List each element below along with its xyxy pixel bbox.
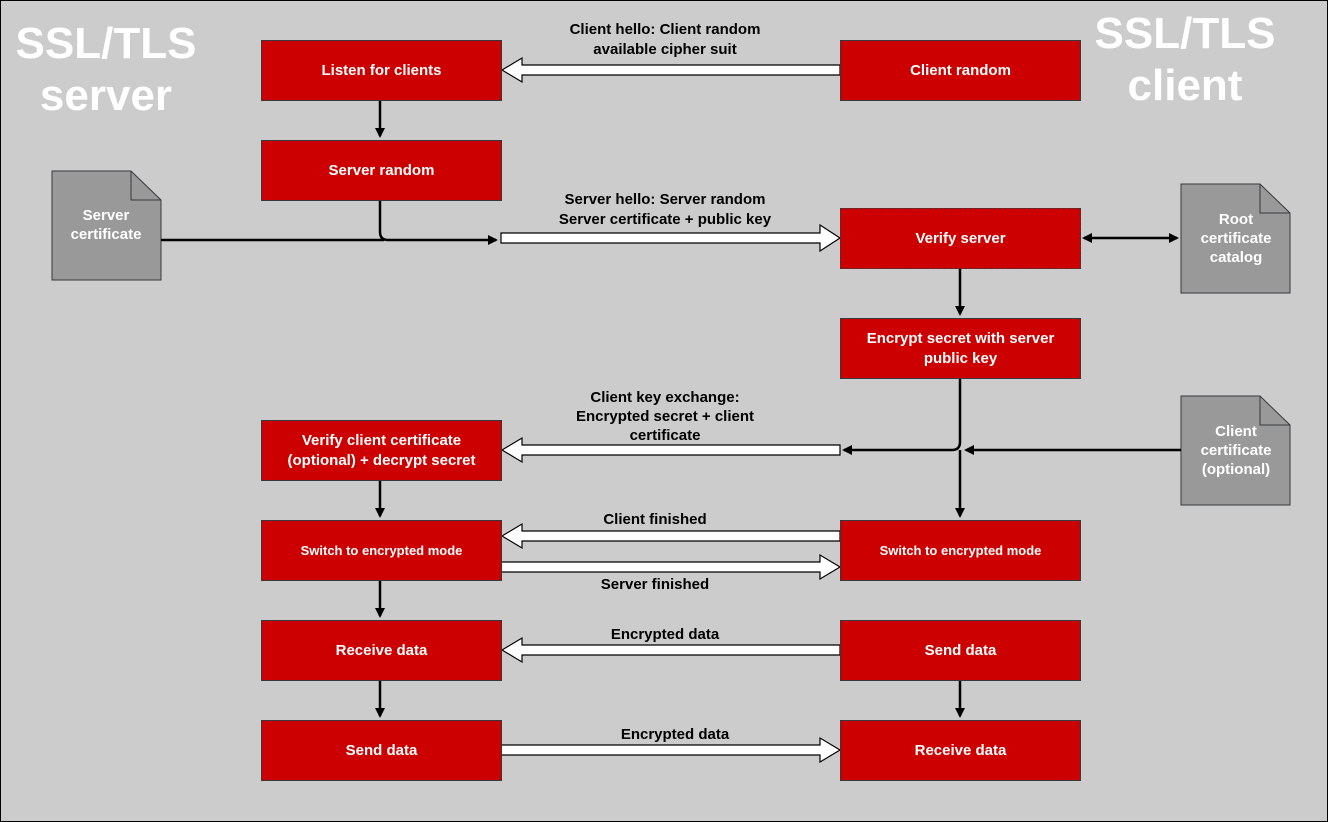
msg-arrow-key-exchange <box>500 436 841 464</box>
msg-client-hello-line1: Client hello: Client random <box>569 21 761 38</box>
client-title: SSL/TLS client <box>1094 9 1276 110</box>
msg-arrow-encrypted-data-2 <box>500 736 842 764</box>
msg-client-hello-line2: available cipher suit <box>593 41 737 58</box>
server-step-receive: Receive data <box>261 620 502 681</box>
client-step-random: Client random <box>840 40 1081 101</box>
client-certificate-label: Client certificate (optional) <box>1200 422 1272 478</box>
msg-key-exchange-line3: certificate <box>629 427 701 444</box>
client-step-switch: Switch to encrypted mode <box>840 520 1081 581</box>
wire-server-random-merge <box>378 200 498 245</box>
msg-server-hello-line2: Server certificate + public key <box>558 211 772 228</box>
wire-encrypt-to-exchange <box>842 378 962 455</box>
client-step-send: Send data <box>840 620 1081 681</box>
msg-encrypted-data-2: Encrypted data <box>620 726 730 743</box>
client-step-encrypt: Encrypt secret with server public key <box>840 318 1081 379</box>
msg-arrow-encrypted-data-1 <box>500 636 841 664</box>
server-step-listen: Listen for clients <box>261 40 502 101</box>
server-title: SSL/TLS server <box>15 19 197 120</box>
msg-key-exchange-line2: Encrypted secret + client <box>576 408 754 425</box>
msg-arrow-server-hello <box>500 223 842 253</box>
msg-server-hello-line1: Server hello: Server random <box>564 191 766 208</box>
msg-arrow-client-hello <box>500 56 841 84</box>
msg-key-exchange-line1: Client key exchange: <box>590 389 740 406</box>
msg-client-finished: Client finished <box>603 511 707 528</box>
msg-arrow-client-finished <box>500 522 841 550</box>
server-step-random: Server random <box>261 140 502 201</box>
client-certificate-document <box>1180 395 1291 506</box>
msg-encrypted-data-1: Encrypted data <box>610 626 720 643</box>
root-catalog-label: Root certificate catalog <box>1200 210 1272 266</box>
server-step-send: Send data <box>261 720 502 781</box>
client-step-receive: Receive data <box>840 720 1081 781</box>
root-certificate-catalog-document <box>1180 183 1291 294</box>
msg-arrow-server-finished <box>500 553 842 581</box>
server-step-verify-client: Verify client certificate (optional) + d… <box>261 420 502 481</box>
server-step-switch: Switch to encrypted mode <box>261 520 502 581</box>
client-step-verify: Verify server <box>840 208 1081 269</box>
server-certificate-label: Server certificate <box>70 207 142 243</box>
msg-server-finished: Server finished <box>600 576 710 593</box>
